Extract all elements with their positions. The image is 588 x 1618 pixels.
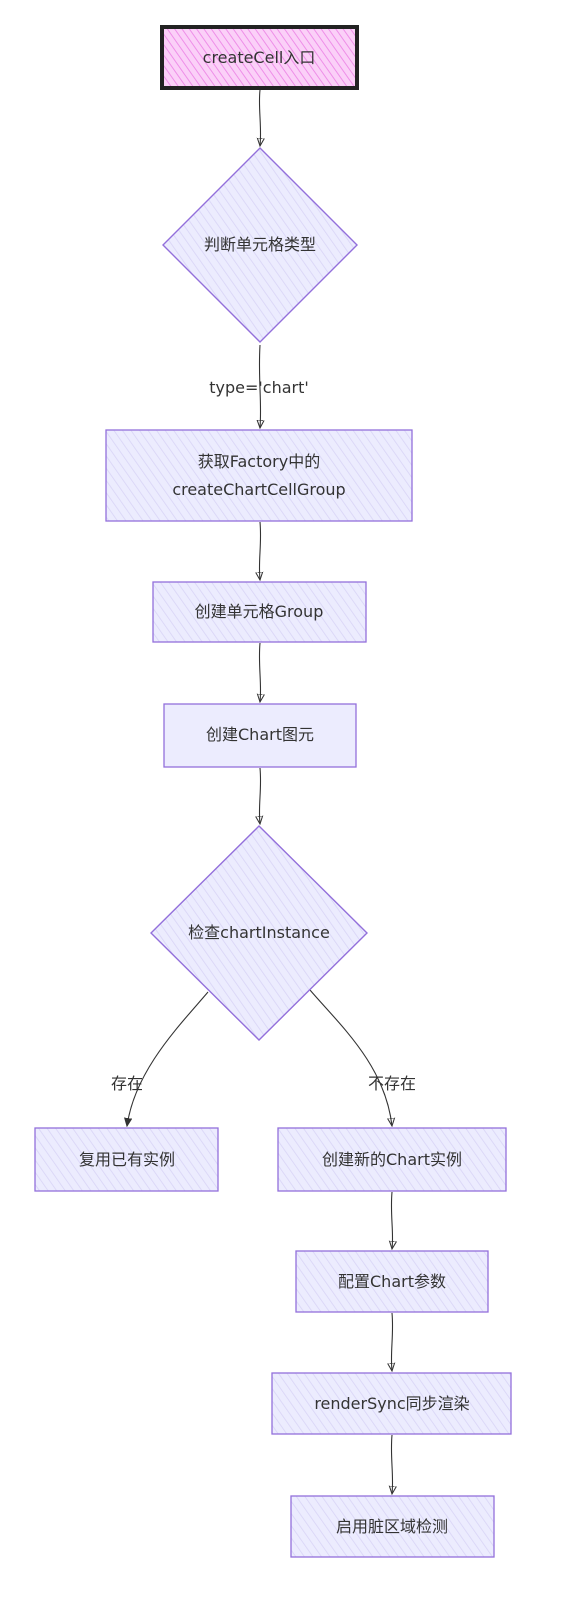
edge-config-to-render-sync <box>391 1312 392 1371</box>
process-create-new-instance-label: 创建新的Chart实例 <box>322 1150 462 1169</box>
process-enable-dirty: 启用脏区域检测 <box>290 1495 495 1558</box>
process-get-factory-line2: createChartCellGroup <box>172 480 345 499</box>
decision-check-type: 判断单元格类型 <box>162 147 358 343</box>
start-node: createCell入口 <box>160 25 359 90</box>
edge-create-chart-graphic-to-check-instance <box>259 767 260 824</box>
process-reuse-instance-label: 复用已有实例 <box>79 1150 175 1169</box>
edge-label-type-chart: type='chart' <box>209 378 309 397</box>
edge-get-factory-to-create-group <box>259 521 260 580</box>
edge-check-type-to-get-factory <box>259 344 260 428</box>
process-create-group: 创建单元格Group <box>152 581 367 643</box>
edge-labels: type='chart' 存在 不存在 <box>111 378 416 1093</box>
nodes: createCell入口 判断单元格类型 获取Factory中的 createC… <box>34 25 512 1558</box>
edge-label-exists: 存在 <box>111 1074 143 1093</box>
process-create-new-instance: 创建新的Chart实例 <box>277 1127 507 1192</box>
edge-render-sync-to-enable-dirty <box>391 1434 392 1494</box>
process-enable-dirty-label: 启用脏区域检测 <box>336 1517 448 1536</box>
process-config-chart-label: 配置Chart参数 <box>338 1272 446 1291</box>
process-get-factory-line1: 获取Factory中的 <box>198 452 320 471</box>
process-create-group-label: 创建单元格Group <box>195 602 324 621</box>
edge-start-to-check-type <box>259 89 260 146</box>
decision-check-instance-label: 检查chartInstance <box>188 923 330 942</box>
process-render-sync: renderSync同步渲染 <box>271 1372 512 1435</box>
edge-label-not-exists: 不存在 <box>368 1074 416 1093</box>
process-config-chart: 配置Chart参数 <box>295 1250 489 1313</box>
edge-create-new-to-config <box>391 1191 392 1249</box>
process-create-chart-graphic: 创建Chart图元 <box>163 703 357 768</box>
edge-create-group-to-create-chart-graphic <box>259 642 260 702</box>
start-node-label: createCell入口 <box>203 48 316 67</box>
process-reuse-instance: 复用已有实例 <box>34 1127 219 1192</box>
process-get-factory: 获取Factory中的 createChartCellGroup <box>105 429 413 522</box>
edge-check-instance-to-create-new <box>309 989 392 1126</box>
decision-check-type-label: 判断单元格类型 <box>204 235 316 254</box>
edges <box>127 89 393 1494</box>
edge-check-instance-to-reuse <box>127 991 209 1126</box>
process-render-sync-label: renderSync同步渲染 <box>314 1394 469 1413</box>
decision-check-instance: 检查chartInstance <box>150 825 368 1041</box>
process-create-chart-graphic-label: 创建Chart图元 <box>206 725 314 744</box>
